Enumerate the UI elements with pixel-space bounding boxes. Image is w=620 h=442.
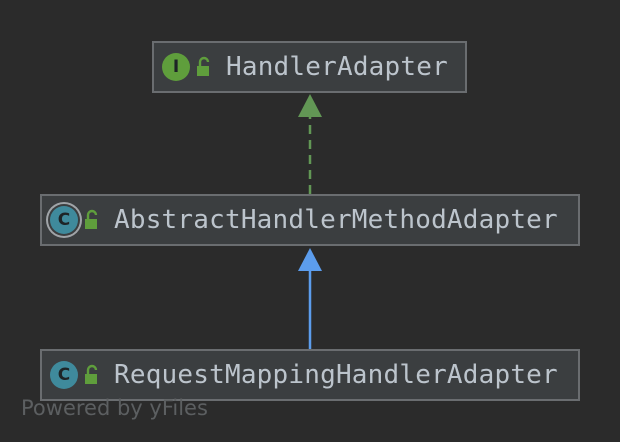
- unlocked-padlock-icon: [85, 364, 98, 384]
- edge-extends-arrowhead: [298, 248, 322, 271]
- abstract-class-icon: C: [50, 206, 78, 234]
- unlocked-padlock-icon: [85, 209, 98, 229]
- node-label: HandlerAdapter: [226, 52, 448, 82]
- class-icon: C: [50, 361, 78, 389]
- edge-implements-arrowhead: [298, 94, 322, 117]
- node-request-mapping-handler-adapter[interactable]: C RequestMappingHandlerAdapter: [40, 349, 580, 401]
- node-label: RequestMappingHandlerAdapter: [114, 360, 558, 390]
- node-handler-adapter[interactable]: I HandlerAdapter: [152, 41, 467, 93]
- node-label: AbstractHandlerMethodAdapter: [114, 205, 558, 235]
- interface-icon: I: [162, 53, 190, 81]
- unlocked-padlock-icon: [197, 56, 210, 76]
- node-abstract-handler-method-adapter[interactable]: C AbstractHandlerMethodAdapter: [40, 194, 580, 246]
- watermark: Powered by yFiles: [21, 396, 208, 420]
